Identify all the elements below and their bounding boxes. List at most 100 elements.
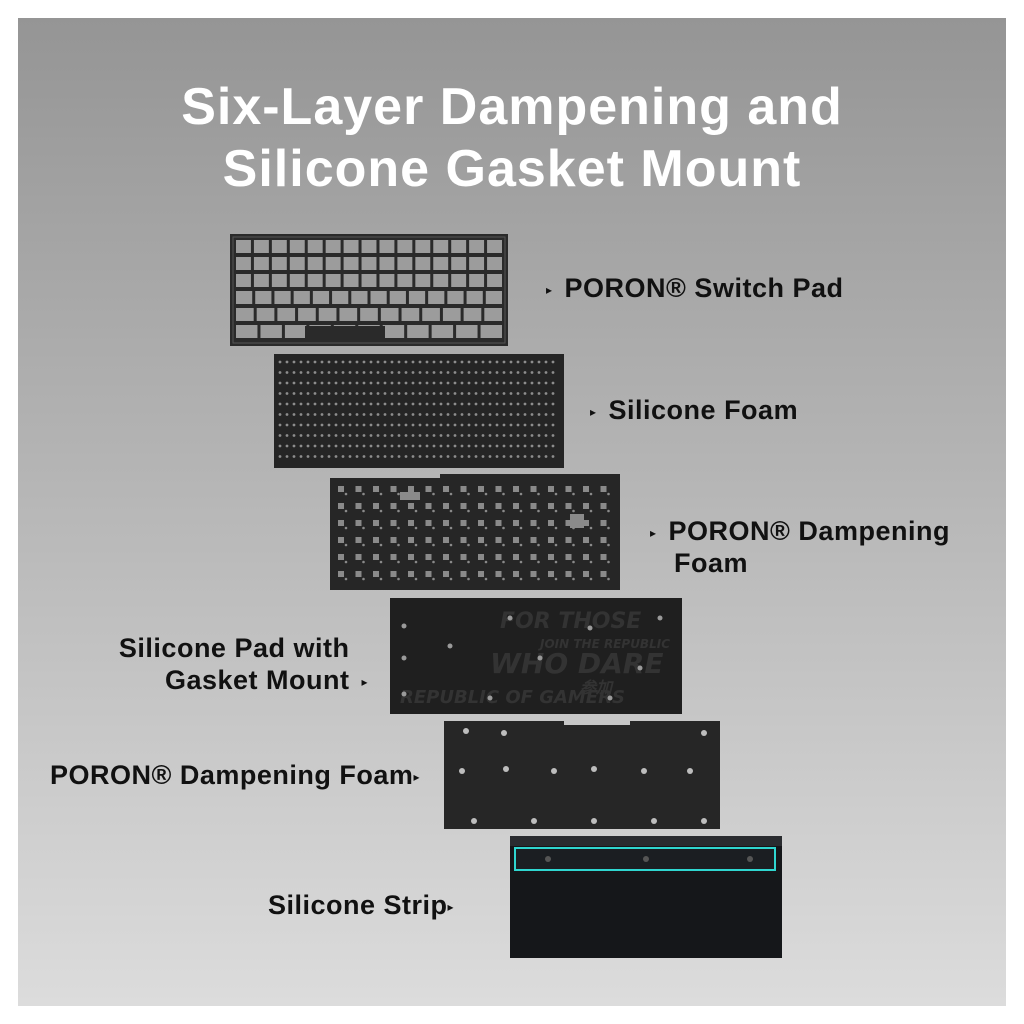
- pattern-mark: [554, 560, 558, 564]
- pattern-mark: [414, 526, 418, 530]
- pattern-mark: [278, 392, 282, 395]
- pattern-mark: [554, 543, 558, 547]
- arrow-right-icon: ▸: [361, 674, 368, 689]
- pattern-mark: [460, 444, 464, 448]
- pattern-mark: [348, 413, 352, 416]
- pattern-mark: [523, 455, 527, 458]
- pattern-mark: [320, 413, 324, 416]
- pattern-mark: [343, 274, 359, 287]
- pattern-mark: [607, 509, 610, 513]
- pattern-mark: [509, 423, 513, 427]
- pattern-mark: [292, 392, 296, 395]
- pattern-mark: [467, 560, 470, 564]
- pattern-mark: [469, 240, 485, 253]
- pattern-mark: [446, 434, 450, 437]
- pattern-mark: [397, 360, 401, 364]
- pattern-mark: [415, 240, 431, 253]
- pattern-mark: [474, 455, 478, 458]
- pattern-mark: [397, 577, 400, 581]
- pattern-mark: [432, 455, 436, 458]
- pattern-mark: [495, 413, 499, 416]
- pattern-mark: [467, 434, 471, 437]
- pattern-mark: [463, 728, 469, 734]
- pattern-mark: [449, 577, 453, 581]
- pattern-mark: [531, 818, 537, 824]
- pattern-mark: [460, 503, 467, 509]
- pattern-mark: [449, 560, 453, 564]
- pattern-mark: [487, 240, 502, 253]
- pattern-mark: [481, 360, 485, 364]
- pattern-mark: [306, 434, 310, 437]
- pattern-mark: [453, 413, 457, 416]
- pattern-mark: [509, 392, 513, 395]
- pattern-mark: [600, 503, 607, 509]
- pattern-mark: [484, 577, 488, 581]
- pattern-mark: [439, 381, 443, 385]
- pattern-mark: [495, 520, 502, 526]
- pattern-mark: [537, 577, 540, 581]
- pattern-mark: [422, 308, 440, 321]
- pattern-mark: [334, 402, 338, 406]
- pattern-mark: [369, 444, 373, 448]
- pattern-mark: [481, 444, 485, 448]
- pattern-mark: [369, 360, 373, 364]
- pattern-mark: [509, 402, 513, 406]
- pattern-mark: [348, 402, 352, 406]
- pattern-mark: [390, 392, 394, 395]
- pattern-mark: [433, 257, 449, 270]
- pattern-mark: [583, 503, 589, 509]
- label-silicone-foam: ▸Silicone Foam: [590, 395, 799, 425]
- pattern-mark: [600, 486, 607, 492]
- pattern-mark: [687, 768, 693, 774]
- pattern-mark: [572, 577, 575, 581]
- pattern-mark: [565, 571, 572, 577]
- pattern-mark: [390, 371, 394, 374]
- arrow-right-icon: ▸: [546, 282, 553, 297]
- pattern-mark: [411, 413, 415, 416]
- pattern-mark: [432, 371, 436, 374]
- pattern-mark: [453, 455, 457, 458]
- pattern-mark: [369, 392, 373, 395]
- pattern-mark: [495, 434, 499, 437]
- pattern-mark: [589, 560, 593, 564]
- pattern-mark: [411, 371, 415, 374]
- pattern-mark: [289, 240, 305, 253]
- pattern-mark: [369, 381, 373, 385]
- pattern-mark: [544, 455, 548, 458]
- pattern-mark: [449, 492, 453, 496]
- pattern-mark: [379, 257, 395, 270]
- pattern-mark: [292, 455, 296, 458]
- pattern-mark: [376, 423, 380, 427]
- arrow-right-icon: ▸: [413, 769, 420, 784]
- pattern-mark: [551, 423, 555, 427]
- pattern-mark: [544, 444, 548, 448]
- pattern-mark: [236, 325, 258, 338]
- pattern-mark: [373, 571, 379, 577]
- pattern-mark: [544, 434, 548, 437]
- pattern-mark: [425, 413, 429, 416]
- pattern-mark: [425, 520, 432, 526]
- pattern-mark: [285, 392, 289, 395]
- pattern-mark: [502, 413, 506, 416]
- pattern-mark: [432, 509, 435, 513]
- pattern-mark: [589, 577, 593, 581]
- pattern-text: JOIN THE REPUBLIC: [538, 637, 670, 651]
- pattern-mark: [313, 381, 317, 385]
- pattern-mark: [327, 392, 331, 395]
- pattern-mark: [355, 571, 362, 577]
- pattern-mark: [502, 492, 505, 496]
- infographic-panel: Six-Layer Dampening and Silicone Gasket …: [18, 18, 1006, 1006]
- pattern-mark: [432, 577, 435, 581]
- pattern-mark: [478, 503, 484, 509]
- pattern-mark: [306, 423, 310, 427]
- pattern-mark: [344, 560, 348, 564]
- pattern-mark: [293, 291, 310, 304]
- pattern-mark: [376, 455, 380, 458]
- pattern-mark: [432, 543, 435, 547]
- pattern-mark: [400, 492, 420, 500]
- pattern-mark: [488, 434, 492, 437]
- pattern-mark: [425, 455, 429, 458]
- pattern-mark: [516, 402, 520, 406]
- layer-silicone-strip-case: [510, 836, 782, 958]
- pattern-mark: [451, 240, 467, 253]
